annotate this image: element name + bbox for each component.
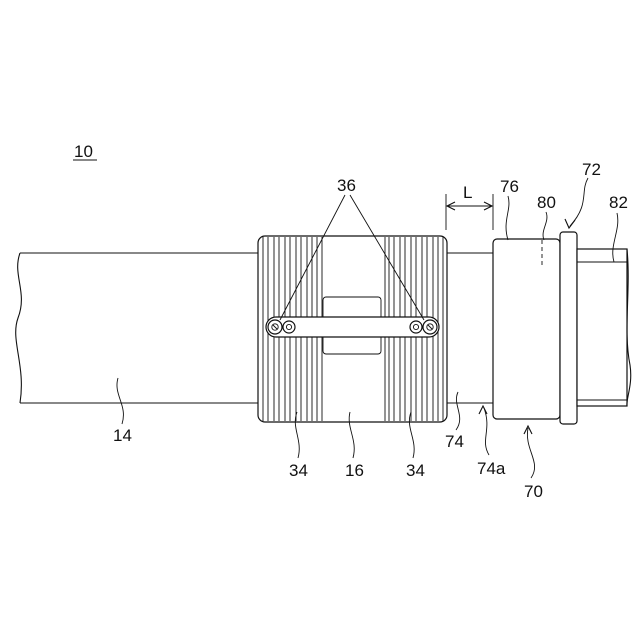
fastener-strap-36	[266, 317, 439, 337]
fitting-label: 70	[524, 482, 543, 501]
body-label: 16	[345, 461, 364, 480]
pipe-14	[16, 253, 262, 403]
fitting-ring-72	[560, 232, 577, 424]
fitting-sleeve-76	[493, 239, 560, 419]
figure-reference-label: 10	[74, 142, 93, 161]
pipe-section-74	[446, 253, 493, 403]
fasteners-label: 36	[337, 176, 356, 195]
pipe-label: 14	[113, 426, 132, 445]
fitting-sleeve-label: 76	[500, 177, 519, 196]
insert-82	[577, 249, 627, 406]
insert-label: 82	[609, 193, 628, 212]
ribs-right-label: 34	[406, 461, 425, 480]
fitting-ring-label: 72	[582, 160, 601, 179]
pipe-end-label: 74a	[477, 459, 506, 478]
fitting-70	[493, 232, 631, 424]
pipe-section-label: 74	[445, 432, 464, 451]
ribs-left-label: 34	[289, 461, 308, 480]
gap-label: L	[463, 183, 472, 202]
inner-line-label: 80	[537, 193, 556, 212]
